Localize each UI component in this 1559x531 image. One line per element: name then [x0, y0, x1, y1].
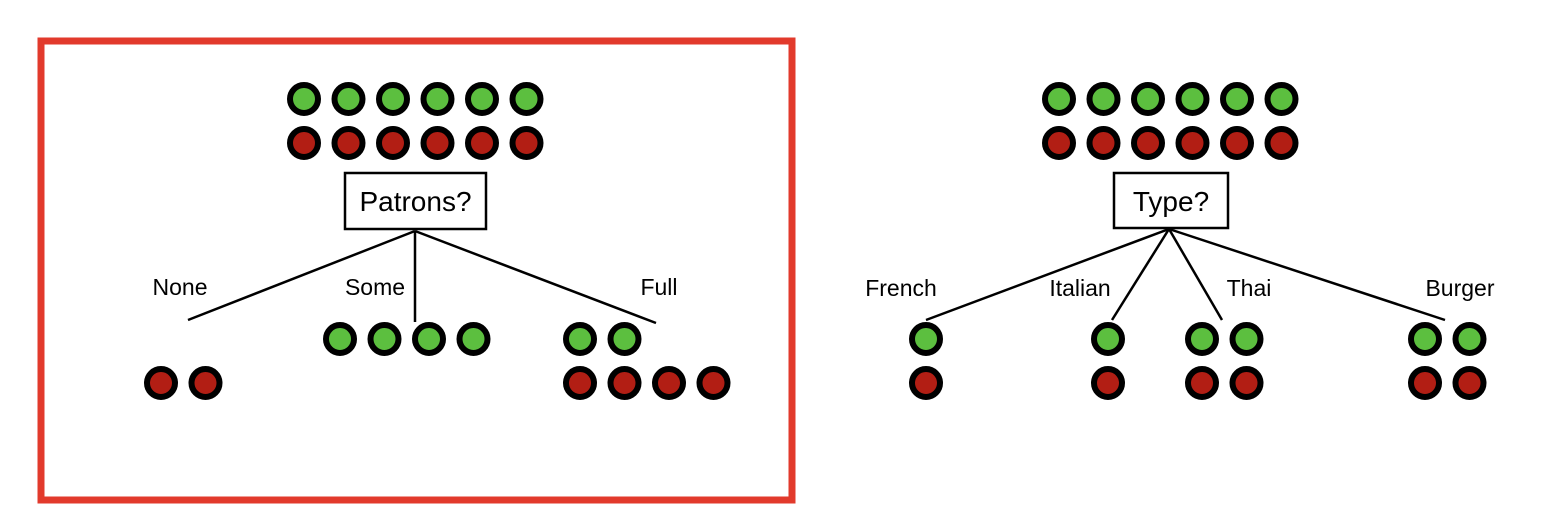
negative-example-dot — [376, 126, 410, 160]
leaf-examples-none — [144, 366, 223, 400]
positive-example-dot — [287, 82, 321, 116]
positive-example-dot — [465, 82, 499, 116]
positive-example-dot — [412, 322, 446, 356]
root-examples — [287, 82, 544, 160]
negative-example-dot — [1185, 366, 1219, 400]
branch-label-full: Full — [640, 274, 677, 300]
attribute-node — [1112, 171, 1230, 230]
positive-example-dot — [1042, 82, 1076, 116]
positive-example-dot — [1185, 322, 1219, 356]
branch-label-thai: Thai — [1227, 275, 1272, 301]
positive-example-dot — [420, 82, 455, 116]
split-edges — [187, 229, 657, 325]
negative-example-dot — [188, 366, 223, 400]
attribute-label: Patrons? — [359, 186, 471, 217]
positive-example-dot — [1091, 322, 1125, 356]
negative-example-dot — [607, 366, 642, 400]
leaf-examples-burger — [1408, 322, 1487, 400]
leaf-examples-some — [323, 322, 491, 356]
negative-example-dot — [1091, 366, 1125, 400]
positive-example-dot — [331, 82, 366, 116]
positive-example-dot — [1175, 82, 1210, 116]
negative-example-dot — [1408, 366, 1442, 400]
positive-example-dot — [323, 322, 357, 356]
tree-patrons: Patrons? None Some Full — [144, 82, 731, 400]
negative-example-dot — [563, 366, 597, 400]
negative-example-dot — [287, 126, 321, 160]
negative-example-dot — [1229, 366, 1264, 400]
branch-label-italian: Italian — [1049, 275, 1110, 301]
positive-example-dot — [1408, 322, 1442, 356]
leaf-examples-thai — [1185, 322, 1264, 400]
branch-label-burger: Burger — [1425, 275, 1494, 301]
positive-example-dot — [563, 322, 597, 356]
negative-example-dot — [1264, 126, 1299, 160]
positive-example-dot — [1131, 82, 1165, 116]
split-edges — [925, 227, 1446, 322]
branch-label-none: None — [153, 274, 208, 300]
tree-type: Type? French Italian Thai Burger — [865, 82, 1495, 400]
negative-example-dot — [696, 366, 731, 400]
positive-example-dot — [607, 322, 642, 356]
negative-example-dot — [144, 366, 178, 400]
positive-example-dot — [376, 82, 410, 116]
highlight-box — [37, 37, 796, 504]
leaf-examples-french — [909, 322, 943, 400]
leaf-examples-italian — [1091, 322, 1125, 400]
positive-example-dot — [456, 322, 491, 356]
positive-example-dot — [909, 322, 943, 356]
negative-example-dot — [652, 366, 686, 400]
branch-label-french: French — [865, 275, 937, 301]
branch-label-some: Some — [345, 274, 405, 300]
positive-example-dot — [1452, 322, 1487, 356]
leaf-examples-full — [563, 322, 731, 400]
positive-example-dot — [509, 82, 544, 116]
negative-example-dot — [420, 126, 455, 160]
negative-example-dot — [509, 126, 544, 160]
negative-example-dot — [1086, 126, 1121, 160]
negative-example-dot — [1131, 126, 1165, 160]
attribute-label: Type? — [1133, 186, 1209, 217]
positive-example-dot — [1220, 82, 1254, 116]
negative-example-dot — [1175, 126, 1210, 160]
positive-example-dot — [1229, 322, 1264, 356]
negative-example-dot — [465, 126, 499, 160]
positive-example-dot — [1086, 82, 1121, 116]
negative-example-dot — [1220, 126, 1254, 160]
positive-example-dot — [367, 322, 402, 356]
negative-example-dot — [331, 126, 366, 160]
root-examples — [1042, 82, 1299, 160]
attribute-node — [343, 171, 488, 231]
negative-example-dot — [1452, 366, 1487, 400]
positive-example-dot — [1264, 82, 1299, 116]
negative-example-dot — [909, 366, 943, 400]
negative-example-dot — [1042, 126, 1076, 160]
